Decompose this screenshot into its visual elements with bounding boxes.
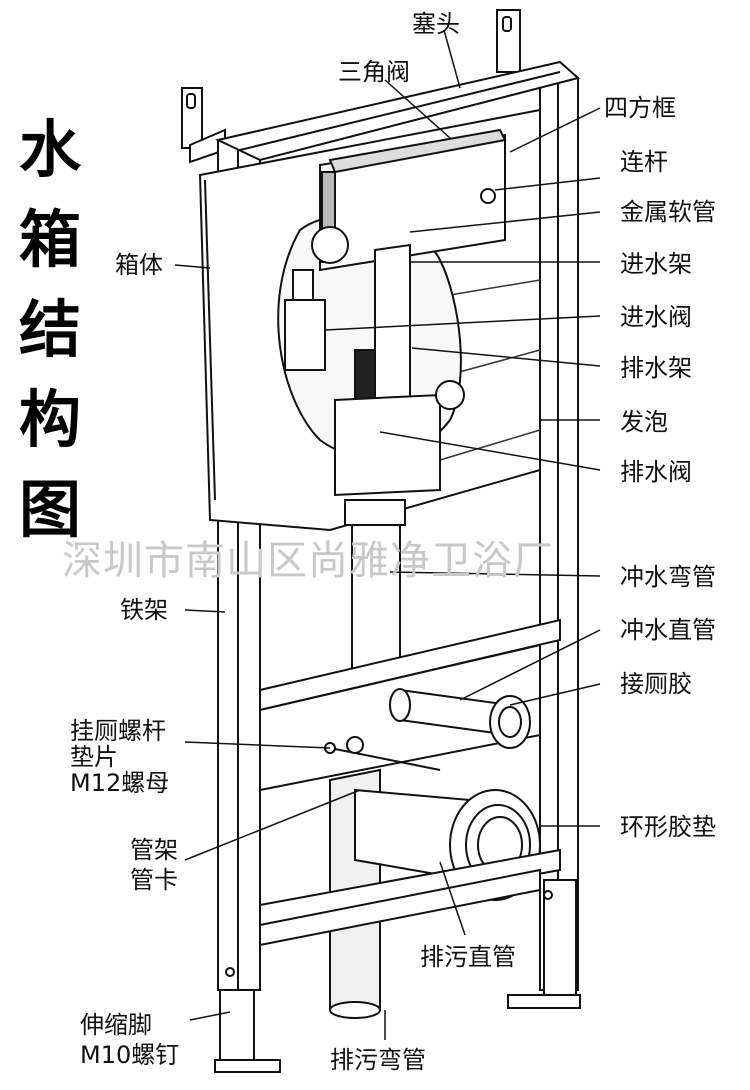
title-char: 构: [18, 383, 81, 456]
label-sewage-bend-pipe: 排污弯管: [330, 1046, 426, 1074]
title-char: 水: [18, 113, 81, 186]
flush-pipe: [344, 499, 406, 701]
tank-body: [198, 108, 541, 532]
label-connecting-rod: 连杆: [620, 148, 668, 176]
wc-bolt: [324, 736, 441, 771]
label-iron-frame: 铁架: [120, 596, 168, 624]
label-drain-bracket: 排水架: [620, 354, 692, 382]
label-pipe-bracket: 管架: [130, 836, 178, 864]
title-char: 箱: [18, 203, 81, 276]
watermark-text: 深圳市南山区尚雅净卫浴厂: [62, 538, 554, 584]
label-washer: 垫片: [70, 743, 118, 771]
label-wc-bolt: 挂厕螺杆: [70, 717, 166, 745]
label-drain-valve: 排水阀: [620, 458, 692, 486]
label-foam: 发泡: [620, 408, 668, 436]
label-telescopic-leg-group: 伸缩脚 M10螺钉: [80, 1010, 179, 1070]
label-flush-straight-pipe: 冲水直管: [620, 616, 716, 644]
label-m12-nut: M12螺母: [70, 769, 170, 797]
label-sewage-straight-pipe: 排污直管: [420, 943, 516, 971]
label-metal-hose: 金属软管: [620, 198, 716, 226]
label-tank-body: 箱体: [115, 251, 163, 279]
label-plug: 塞头: [412, 10, 460, 38]
label-wc-bolt-group: 挂厕螺杆 垫片 M12螺母: [70, 718, 169, 796]
label-inlet-valve: 进水阀: [620, 303, 692, 331]
label-angle-valve: 三角阀: [338, 58, 410, 86]
label-pipe-holder-group: 管架 管卡: [130, 835, 178, 895]
label-pipe-clamp: 管卡: [130, 866, 178, 894]
label-flush-bend-pipe: 冲水弯管: [620, 563, 716, 591]
label-ring-gasket: 环形胶垫: [620, 813, 716, 841]
leader-lines: [174, 29, 601, 1040]
label-telescopic-leg: 伸缩脚: [80, 1011, 152, 1039]
label-toilet-connector: 接厕胶: [620, 670, 692, 698]
top-brackets: [181, 9, 521, 164]
label-m10-screw: M10螺钉: [80, 1041, 180, 1069]
bottom-crossbar: [259, 848, 561, 947]
flush-straight-pipe: [389, 688, 531, 749]
iron-frame: [214, 60, 581, 1073]
label-square-frame: 四方框: [604, 94, 676, 122]
diagram-title: 水 箱 结 构 图: [10, 105, 90, 555]
label-inlet-bracket: 进水架: [620, 250, 692, 278]
title-char: 图: [18, 473, 81, 546]
title-char: 结: [18, 293, 81, 366]
